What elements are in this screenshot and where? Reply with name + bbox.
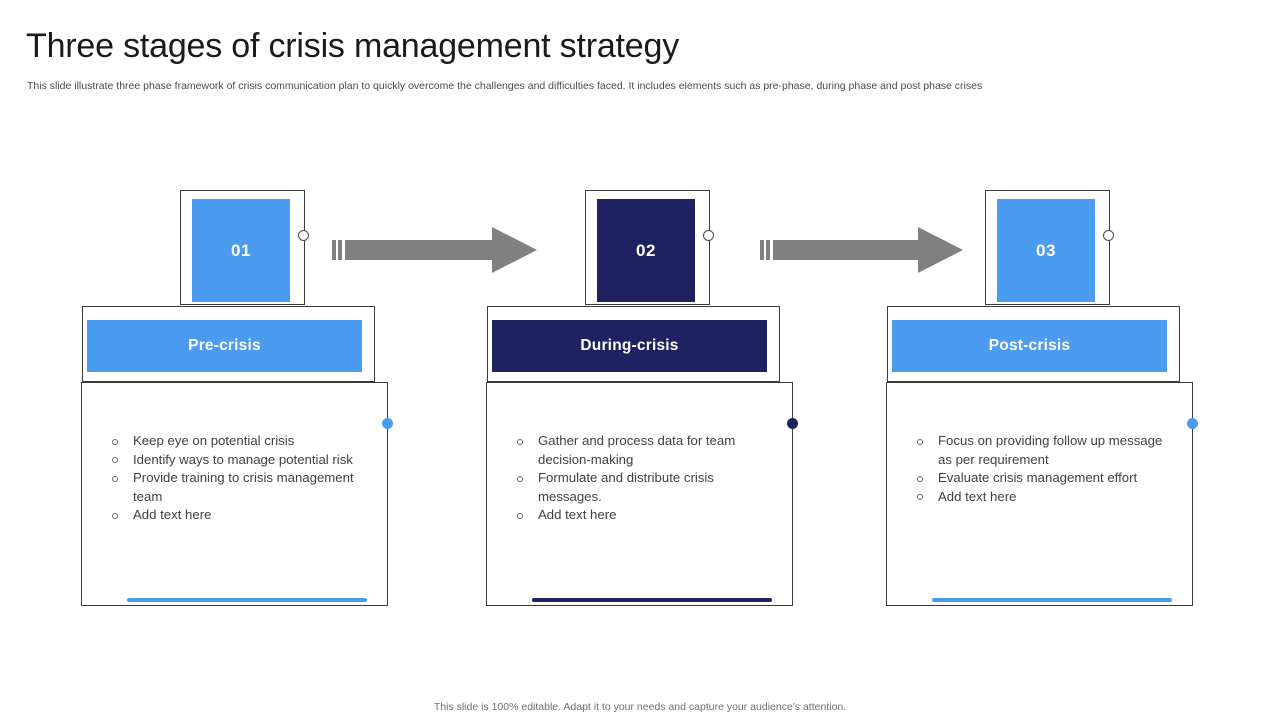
number-frame-3 [985, 190, 1110, 305]
stage-label-3[interactable]: Post-crisis [892, 320, 1167, 372]
stage-column-1: 01 Pre-crisis Keep eye on potential cris… [70, 0, 470, 720]
corner-dot-1 [382, 418, 393, 429]
content-box-2 [486, 382, 793, 606]
number-badge-2[interactable]: 02 [597, 199, 695, 302]
footer-note: This slide is 100% editable. Adapt it to… [433, 701, 847, 713]
number-frame-2 [585, 190, 710, 305]
bullet-list-1: Keep eye on potential crisis Identify wa… [108, 432, 363, 525]
stage-column-2: 02 During-crisis Gather and process data… [475, 0, 875, 720]
list-item: Provide training to crisis management te… [108, 469, 363, 506]
connector-circle-1 [298, 230, 309, 241]
connector-circle-3 [1103, 230, 1114, 241]
bullet-list-3: Focus on providing follow up message as … [913, 432, 1168, 506]
list-item: Add text here [108, 506, 363, 525]
arrow-stage2-to-stage3 [760, 225, 963, 275]
number-frame-1 [180, 190, 305, 305]
list-item: Keep eye on potential crisis [108, 432, 363, 451]
arrow-stage1-to-stage2 [332, 225, 537, 275]
accent-bar-1 [127, 598, 367, 602]
list-item: Add text here [513, 506, 768, 525]
list-item: Formulate and distribute crisis messages… [513, 469, 768, 506]
number-badge-1[interactable]: 01 [192, 199, 290, 302]
page-title: Three stages of crisis management strate… [26, 27, 680, 65]
label-frame-3 [887, 306, 1180, 382]
label-frame-1 [82, 306, 375, 382]
stage-label-1[interactable]: Pre-crisis [87, 320, 362, 372]
content-box-3 [886, 382, 1193, 606]
corner-dot-3 [1187, 418, 1198, 429]
accent-bar-3 [932, 598, 1172, 602]
list-item: Identify ways to manage potential risk [108, 451, 363, 470]
list-item: Focus on providing follow up message as … [913, 432, 1168, 469]
accent-bar-2 [532, 598, 772, 602]
label-frame-2 [487, 306, 780, 382]
page-subtitle: This slide illustrate three phase framew… [27, 80, 983, 92]
content-box-1 [81, 382, 388, 606]
list-item: Add text here [913, 488, 1168, 507]
connector-circle-2 [703, 230, 714, 241]
stage-label-2[interactable]: During-crisis [492, 320, 767, 372]
list-item: Evaluate crisis management effort [913, 469, 1168, 488]
bullet-list-2: Gather and process data for team decisio… [513, 432, 768, 525]
list-item: Gather and process data for team decisio… [513, 432, 768, 469]
corner-dot-2 [787, 418, 798, 429]
number-badge-3[interactable]: 03 [997, 199, 1095, 302]
stage-column-3: 03 Post-crisis Focus on providing follow… [875, 0, 1275, 720]
